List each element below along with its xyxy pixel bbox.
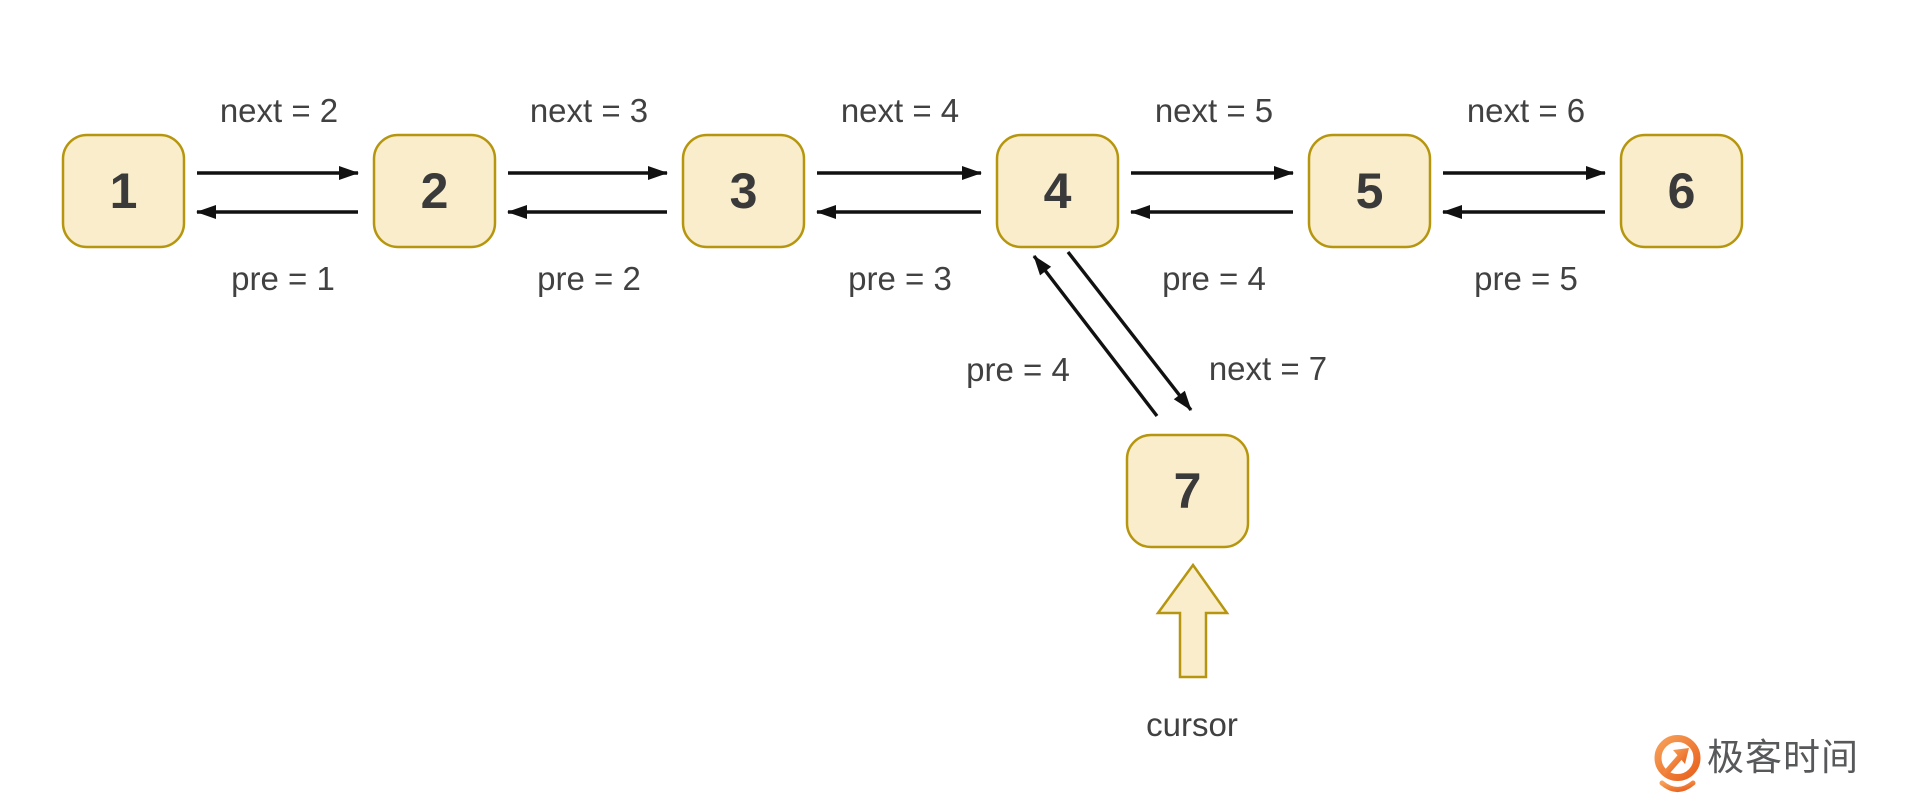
pre-label-5-4: pre = 4 (1162, 260, 1266, 297)
node-6-label: 6 (1668, 163, 1696, 219)
edges-1-2: next = 2 pre = 1 (196, 92, 359, 297)
node-2-label: 2 (421, 163, 449, 219)
insert-next-arrow-4-7 (1066, 250, 1193, 412)
next-label-5-6: next = 6 (1467, 92, 1585, 129)
next-label-1-2: next = 2 (220, 92, 338, 129)
insert-edges-4-7: pre = 4 next = 7 (966, 250, 1327, 418)
next-label-2-3: next = 3 (530, 92, 648, 129)
insert-pre-arrow-7-4 (1032, 254, 1159, 418)
cursor: cursor (1146, 562, 1238, 743)
node-4-label: 4 (1044, 163, 1072, 219)
node-1-box (61, 133, 186, 249)
node-6: 6 (1619, 133, 1744, 249)
pre-label-3-2: pre = 2 (537, 260, 641, 297)
edges-2-3: next = 3 pre = 2 (507, 92, 668, 297)
next-label-3-4: next = 4 (841, 92, 959, 129)
node-3-label: 3 (730, 163, 758, 219)
node-5-box (1307, 133, 1432, 249)
node-1-label: 1 (110, 163, 138, 219)
node-3-box (681, 133, 806, 249)
node-1: 1 (61, 133, 186, 249)
insert-next-label: next = 7 (1209, 350, 1327, 387)
geektime-logo-text: 极客时间 (1707, 737, 1859, 778)
pre-label-2-1: pre = 1 (231, 260, 335, 297)
cursor-arrow-icon (1155, 562, 1230, 679)
node-7-box (1125, 433, 1250, 549)
node-3: 3 (681, 133, 806, 249)
cursor-label: cursor (1146, 706, 1238, 743)
pre-label-4-3: pre = 3 (848, 260, 952, 297)
node-4-box (995, 133, 1120, 249)
geektime-logo-icon (1654, 735, 1701, 792)
edges-3-4: next = 4 pre = 3 (816, 92, 982, 297)
node-6-box (1619, 133, 1744, 249)
node-7: 7 (1125, 433, 1250, 549)
next-label-4-5: next = 5 (1155, 92, 1273, 129)
edges-4-5: next = 5 pre = 4 (1130, 92, 1294, 297)
node-2-box (372, 133, 497, 249)
edges-5-6: next = 6 pre = 5 (1442, 92, 1606, 297)
node-4: 4 (995, 133, 1120, 249)
node-5-label: 5 (1356, 163, 1384, 219)
insert-pre-label: pre = 4 (966, 351, 1070, 388)
node-7-label: 7 (1174, 463, 1202, 519)
node-5: 5 (1307, 133, 1432, 249)
node-2: 2 (372, 133, 497, 249)
pre-label-6-5: pre = 5 (1474, 260, 1578, 297)
geektime-logo: 极客时间 (1654, 735, 1859, 792)
